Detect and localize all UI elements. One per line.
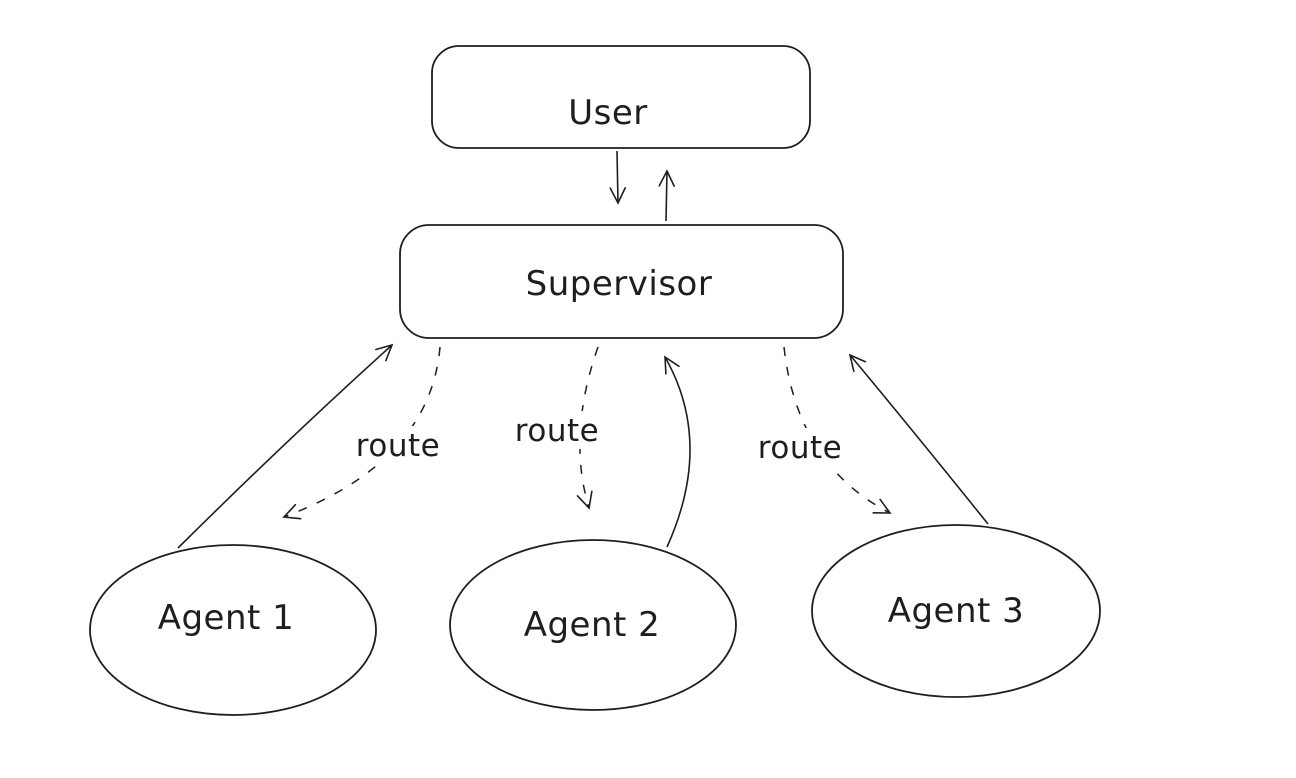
node-supervisor-label: Supervisor [526,264,713,304]
edge-label-route-2-bg [506,411,610,449]
node-agent-1-label: Agent 1 [158,598,295,638]
edge-label-route-2-group: route [506,411,610,449]
edge-agent3-to-supervisor-arrow [848,353,989,525]
node-agent-2-shape [449,539,737,711]
edge-label-route-1-bg [350,426,448,464]
edge-route-to-agent1-dashed-arrow [282,346,441,520]
edge-user-to-supervisor-arrow [609,150,627,205]
node-supervisor: Supervisor [399,224,844,339]
node-agent-3: Agent 3 [811,524,1101,698]
edge-label-route-1-group: route [350,426,448,464]
edge-supervisor-to-user-arrow [658,169,675,222]
edge-label-route-3-bg [748,428,854,466]
edge-agent1-to-supervisor-arrow [177,343,394,549]
edge-label-route-2: route [515,413,599,449]
node-agent-1-shape [89,544,377,716]
node-agent-3-label: Agent 3 [888,591,1025,631]
node-user-shape [431,45,811,149]
node-user-label: User [568,93,648,133]
node-supervisor-shape [399,224,844,339]
edge-label-route-3: route [758,430,842,466]
node-agent-2-label: Agent 2 [524,605,661,645]
edge-label-route-1: route [356,428,440,464]
node-agent-2: Agent 2 [449,539,737,711]
node-user: User [431,45,811,149]
node-agent-1: Agent 1 [89,544,377,716]
edge-agent2-to-supervisor-arrow [664,355,691,548]
edge-label-route-3-group: route [748,428,854,466]
node-agent-3-shape [811,524,1101,698]
